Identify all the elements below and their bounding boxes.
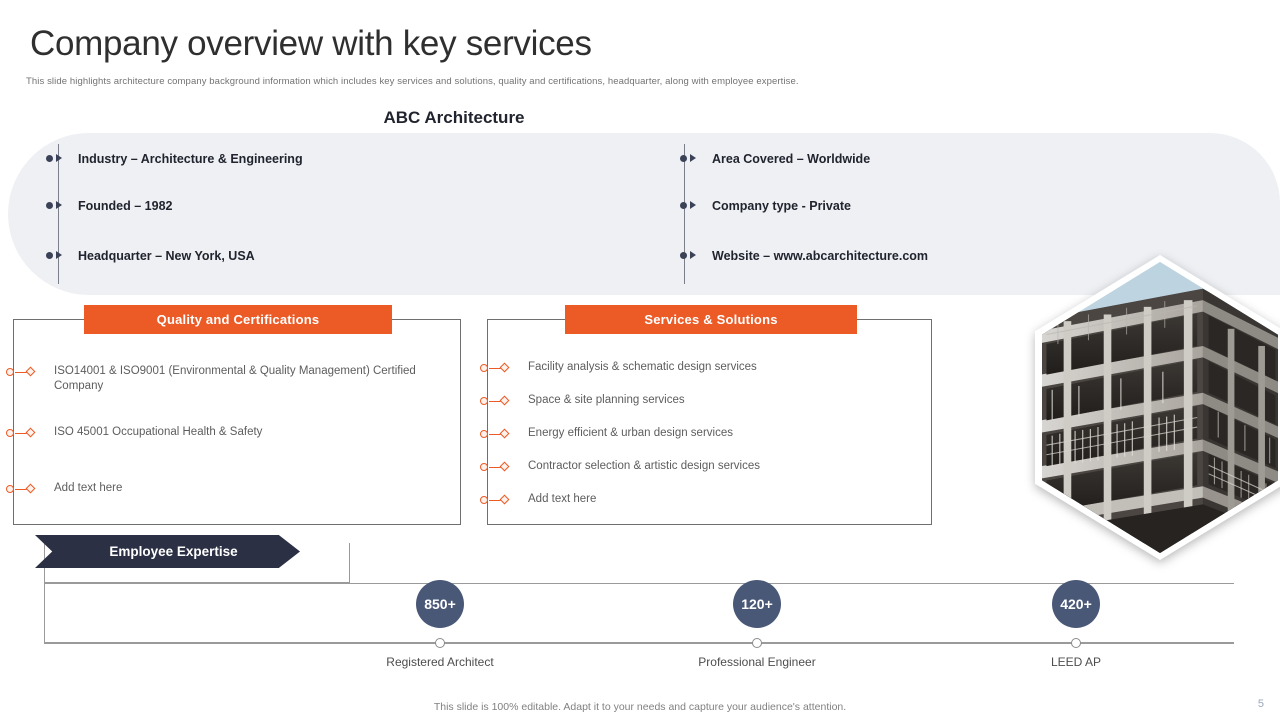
marker-diamond-icon (25, 427, 36, 438)
company-facts-left-column: Industry – Architecture & Engineering Fo… (46, 133, 670, 295)
company-facts-panel: Industry – Architecture & Engineering Fo… (8, 133, 1280, 295)
stat-label: Registered Architect (386, 655, 494, 669)
marker-diamond-icon (25, 366, 36, 377)
marker-circle-icon (480, 463, 488, 471)
employee-expertise-banner: Employee Expertise (35, 535, 300, 568)
list-item-text: Add text here (528, 493, 597, 505)
fact-text: Headquarter – New York, USA (78, 249, 255, 263)
company-name-heading: ABC Architecture (383, 108, 525, 127)
fact-item-headquarter: Headquarter – New York, USA (46, 247, 255, 265)
marker-circle-icon (6, 368, 14, 376)
facts-divider-left (58, 144, 59, 284)
services-solutions-card-title: Services & Solutions (565, 305, 857, 334)
stat-label: LEED AP (1050, 655, 1102, 669)
bullet-dot-icon (680, 202, 687, 209)
list-item: Add text here (6, 481, 123, 496)
list-item-text: Space & site planning services (528, 394, 685, 406)
marker-line-icon (489, 499, 503, 501)
bullet-arrow-icon (56, 154, 62, 162)
quality-certifications-card: Quality and Certifications ISO14001 & IS… (6, 305, 461, 525)
marker-circle-icon (480, 496, 488, 504)
hexagon-photo-clip (1042, 262, 1278, 553)
marker-line-icon (15, 432, 29, 434)
marker-circle-icon (480, 364, 488, 372)
list-item: Facility analysis & schematic design ser… (480, 360, 757, 375)
fact-item-company-type: Company type - Private (680, 197, 851, 215)
marker-line-icon (15, 371, 29, 373)
page-number: 5 (1257, 698, 1264, 710)
marker-diamond-icon (499, 494, 510, 505)
marker-diamond-icon (25, 483, 36, 494)
marker-line-icon (489, 433, 503, 435)
marker-diamond-icon (499, 395, 510, 406)
bullet-arrow-icon (690, 154, 696, 162)
fact-text: Company type - Private (712, 199, 851, 213)
bullet-dot-icon (46, 252, 53, 259)
bullet-arrow-icon (690, 251, 696, 259)
marker-diamond-icon (499, 461, 510, 472)
bullet-arrow-icon (690, 201, 696, 209)
fact-text: Area Covered – Worldwide (712, 152, 871, 166)
list-item-text: ISO14001 & ISO9001 (Environmental & Qual… (54, 365, 416, 392)
list-item: ISO14001 & ISO9001 (Environmental & Qual… (6, 364, 424, 394)
page-title: Company overview with key services (30, 24, 592, 63)
fact-text: Founded – 1982 (78, 199, 173, 213)
bullet-dot-icon (46, 202, 53, 209)
employee-expertise-label: Employee Expertise (109, 544, 238, 559)
stat-value-badge: 850+ (416, 580, 464, 628)
services-solutions-card: Services & Solutions Facility analysis &… (480, 305, 932, 525)
footer-note: This slide is 100% editable. Adapt it to… (433, 701, 847, 713)
list-item: ISO 45001 Occupational Health & Safety (6, 425, 263, 440)
fact-item-industry: Industry – Architecture & Engineering (46, 150, 303, 168)
timeline-node-icon (435, 638, 445, 648)
marker-diamond-icon (499, 362, 510, 373)
fact-text: Website – www.abcarchitecture.com (712, 249, 929, 263)
hexagon-image-frame (1035, 255, 1280, 560)
fact-item-area-covered: Area Covered – Worldwide (680, 150, 871, 168)
marker-diamond-icon (499, 428, 510, 439)
company-facts-right-column: Area Covered – Worldwide Company type - … (680, 133, 1244, 295)
bullet-arrow-icon (56, 251, 62, 259)
marker-circle-icon (480, 430, 488, 438)
quality-certifications-list: ISO14001 & ISO9001 (Environmental & Qual… (6, 320, 460, 524)
employee-expertise-timeline: 850+ Registered Architect 120+ Professio… (44, 580, 1234, 669)
list-item: Add text here (480, 492, 597, 507)
construction-building-photo-icon (1042, 262, 1278, 553)
fact-item-website: Website – www.abcarchitecture.com (680, 247, 929, 265)
bullet-dot-icon (680, 252, 687, 259)
list-item: Space & site planning services (480, 393, 685, 408)
marker-circle-icon (6, 485, 14, 493)
bullet-dot-icon (680, 155, 687, 162)
marker-line-icon (15, 488, 29, 490)
timeline-node-icon (1071, 638, 1081, 648)
fact-item-founded: Founded – 1982 (46, 197, 173, 215)
marker-circle-icon (6, 429, 14, 437)
stat-value-badge: 120+ (733, 580, 781, 628)
stat-label: Professional Engineer (698, 655, 816, 669)
timeline-node-icon (752, 638, 762, 648)
marker-line-icon (489, 466, 503, 468)
fact-text: Industry – Architecture & Engineering (78, 152, 303, 166)
stat-value-badge: 420+ (1052, 580, 1100, 628)
list-item-text: Add text here (54, 482, 123, 494)
facts-divider-right (684, 144, 685, 284)
bullet-dot-icon (46, 155, 53, 162)
list-item-text: Energy efficient & urban design services (528, 427, 733, 439)
employee-expertise-outline-box (44, 583, 1234, 643)
list-item-text: Facility analysis & schematic design ser… (528, 361, 757, 373)
quality-certifications-card-title: Quality and Certifications (84, 305, 392, 334)
services-solutions-list: Facility analysis & schematic design ser… (480, 320, 931, 524)
list-item: Energy efficient & urban design services (480, 426, 733, 441)
page-subtitle: This slide highlights architecture compa… (26, 76, 799, 87)
bullet-arrow-icon (56, 201, 62, 209)
marker-line-icon (489, 400, 503, 402)
list-item: Contractor selection & artistic design s… (480, 459, 761, 474)
list-item-text: Contractor selection & artistic design s… (528, 460, 761, 472)
marker-line-icon (489, 367, 503, 369)
marker-circle-icon (480, 397, 488, 405)
list-item-text: ISO 45001 Occupational Health & Safety (54, 426, 263, 438)
